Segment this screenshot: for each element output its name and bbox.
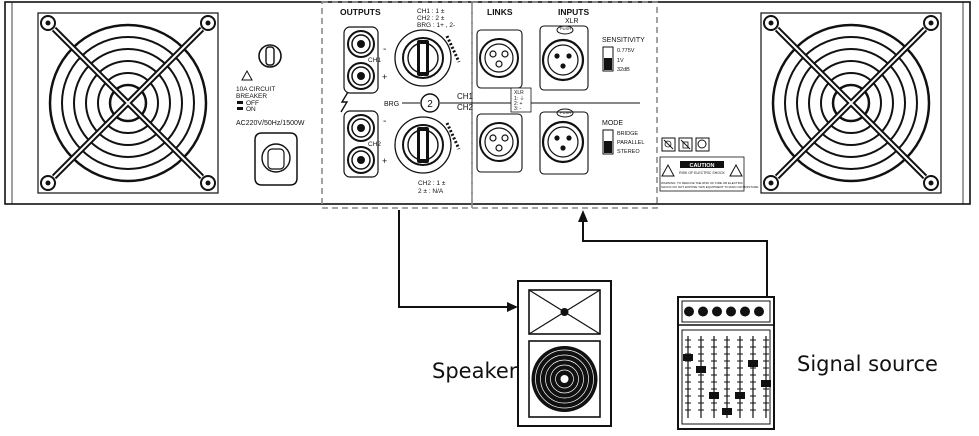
sensitivity-option-3: 32dB — [617, 67, 630, 73]
warning-line-1: WARNING: TO REDUCE THE RISK OF FIRE OR E… — [661, 181, 744, 185]
svg-text:XLR: XLR — [514, 90, 524, 96]
xlr-link-ch2 — [476, 113, 523, 173]
inputs-section-box — [471, 1, 658, 209]
svg-text:+: + — [382, 72, 387, 82]
sensitivity-switch[interactable] — [602, 46, 614, 72]
breaker-line-2: BREAKER — [236, 93, 267, 100]
ch1-binding-posts: - + CH1 — [343, 26, 387, 94]
right-fan-icon — [760, 12, 942, 194]
xlr-title: XLR — [565, 18, 579, 25]
warning-line-2: SHOCK DO NOT EXPOSE THIS EQUIPMENT TO RA… — [661, 185, 758, 189]
xlr-pinout-legend — [510, 87, 532, 113]
breaker-off-label: OFF — [246, 100, 259, 107]
inputs-title: INPUTS — [558, 7, 590, 17]
breaker-on-label: ON — [246, 106, 256, 113]
ch2-label: CH2 — [457, 103, 474, 112]
breaker-line-1: 10A CIRCUIT — [236, 86, 275, 93]
sensitivity-option-1: 0.775V — [617, 48, 635, 54]
brg-label: BRG — [384, 101, 399, 108]
mode-option-3: STEREO — [617, 149, 640, 155]
push-label-1: PUSH — [560, 26, 571, 31]
brg-indicator-icon — [420, 93, 440, 113]
power-rating: AC220V/50Hz/1500W — [236, 120, 305, 127]
fader-knob — [696, 366, 706, 373]
power-inlet-icon — [254, 132, 298, 186]
svg-text:-: - — [383, 116, 386, 127]
sensitivity-title: SENSITIVITY — [602, 37, 645, 44]
ch1-label: CH1 — [457, 92, 474, 101]
fader-knob — [722, 408, 732, 415]
circuit-breaker: 10A CIRCUIT BREAKER OFF ON — [236, 44, 282, 113]
speaker-label: Speaker — [432, 359, 518, 383]
signal-source-label: Signal source — [797, 352, 938, 376]
ch2-pin-1: CH2 : 1 ± — [418, 180, 446, 187]
left-fan-icon — [37, 12, 219, 194]
xlr-input-ch1 — [539, 25, 589, 91]
output-to-speaker-arrow — [398, 210, 508, 308]
fader-knob — [748, 360, 758, 367]
fader-knob — [709, 392, 719, 399]
ch2-binding-posts: - + CH2 — [343, 110, 387, 178]
ch2-pin-2: 2 ± : N/A — [418, 188, 444, 195]
sensitivity-option-2: 1V — [617, 58, 624, 64]
svg-text:3: -: 3: - — [514, 106, 522, 112]
svg-text:CH1: CH1 — [368, 57, 381, 64]
xlr-input-ch2 — [539, 108, 589, 175]
ch1-pin-3: BRG : 1+ , 2- — [417, 22, 455, 29]
xlr-link-ch1 — [476, 29, 523, 89]
caution-label: CAUTION RISK OF ELECTRIC SHOCK WARNING: … — [659, 156, 758, 192]
svg-text:2: +: 2: + — [514, 101, 523, 107]
mode-title: MODE — [602, 120, 623, 127]
fader-knob — [683, 354, 693, 361]
svg-text:+: + — [382, 156, 387, 166]
speaker-icon — [517, 280, 612, 427]
links-title: LINKS — [487, 7, 513, 17]
caution-title: CAUTION — [689, 163, 714, 169]
svg-text:2: 2 — [427, 99, 433, 110]
outputs-title: OUTPUTS — [340, 7, 381, 17]
certification-icons — [661, 137, 710, 152]
mixer-faders — [683, 336, 771, 418]
svg-text:CH2: CH2 — [368, 141, 381, 148]
mode-switch[interactable] — [602, 129, 614, 155]
mode-option-1: BRIDGE — [617, 131, 638, 137]
lightning-icon — [340, 91, 349, 113]
push-label-2: PUSH — [560, 110, 571, 115]
svg-text:-: - — [383, 44, 386, 55]
ch1-speakon-connector — [394, 29, 461, 87]
fader-knob — [735, 392, 745, 399]
outputs-section-box — [321, 1, 473, 209]
ch1-pin-1: CH1 : 1 ± — [417, 8, 445, 15]
caution-subtitle: RISK OF ELECTRIC SHOCK — [679, 171, 725, 175]
ch2-speakon-connector — [394, 116, 461, 174]
mode-option-2: PARALLEL — [617, 140, 644, 146]
ch1-pin-2: CH2 : 2 ± — [417, 15, 445, 22]
fader-knob — [761, 380, 771, 387]
svg-text:1: ⏚: 1: ⏚ — [514, 95, 525, 102]
source-to-input-arrow — [582, 222, 768, 312]
